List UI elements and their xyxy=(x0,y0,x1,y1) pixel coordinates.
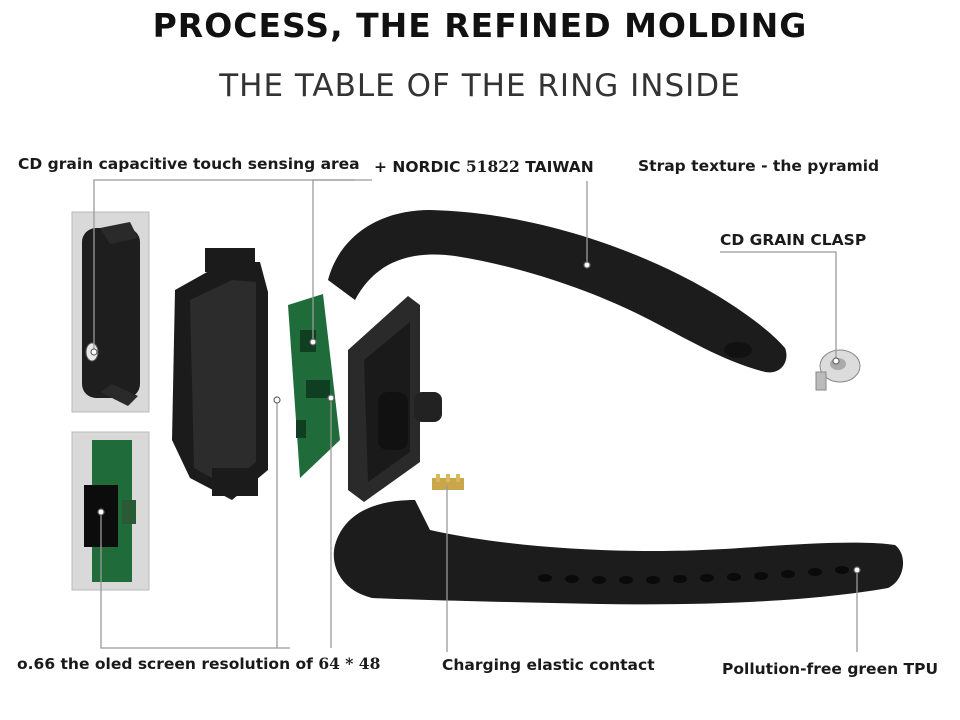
oled-prefix: o.66 the oled screen resolution of xyxy=(17,655,319,673)
oled-panel xyxy=(71,431,150,591)
touch-area-label: CD grain capacitive touch sensing area xyxy=(18,155,360,173)
chip-suffix: TAIWAN xyxy=(519,158,594,176)
watch-case xyxy=(172,248,268,500)
chip-number: 51822 xyxy=(465,157,520,176)
upper-strap xyxy=(328,210,787,373)
oled-resolution: 64 * 48 xyxy=(318,654,381,673)
oled-label: o.66 the oled screen resolution of 64 * … xyxy=(17,654,380,673)
leader-dots xyxy=(90,261,861,574)
leader-lines xyxy=(93,179,858,652)
page-title: PROCESS, THE REFINED MOLDING xyxy=(152,6,808,45)
battery-module xyxy=(348,296,442,502)
charging-contact xyxy=(432,474,464,490)
pcb-board xyxy=(288,294,340,478)
chip-label: + NORDIC 51822 TAIWAN xyxy=(374,157,594,176)
chip-prefix: + NORDIC xyxy=(374,158,466,176)
clasp xyxy=(815,349,861,391)
page-subtitle: THE TABLE OF THE RING INSIDE xyxy=(219,68,741,104)
tpu-label: Pollution-free green TPU xyxy=(722,660,939,678)
lower-strap xyxy=(333,500,904,605)
charging-label: Charging elastic contact xyxy=(442,656,655,674)
side-view-panel xyxy=(71,211,150,413)
clasp-label: CD GRAIN CLASP xyxy=(720,231,867,249)
strap-texture-label: Strap texture - the pyramid xyxy=(638,157,880,175)
